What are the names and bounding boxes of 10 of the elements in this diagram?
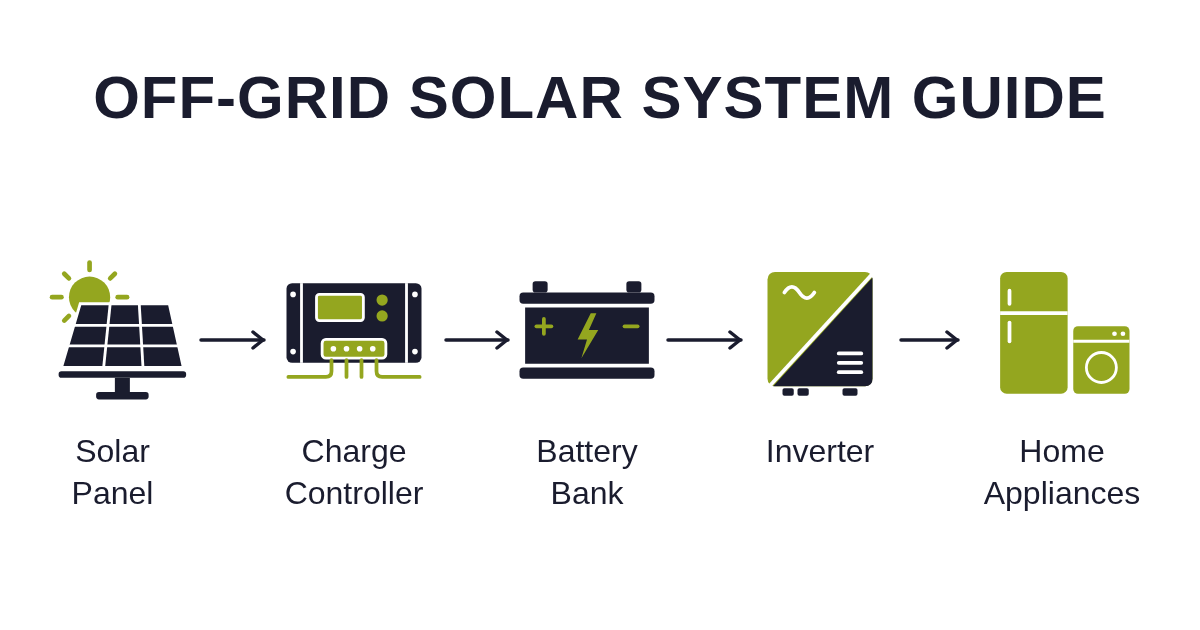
node-label: Inverter <box>765 432 875 471</box>
arrow <box>444 330 510 350</box>
node-label: Home Appliances <box>982 432 1142 513</box>
node-label: Charge Controller <box>283 432 425 513</box>
title: OFF-GRID SOLAR SYSTEM GUIDE <box>92 63 1108 133</box>
node-label: Battery Bank <box>535 432 639 513</box>
arrow <box>199 330 266 350</box>
node-label: Solar Panel <box>70 432 155 513</box>
arrow <box>666 330 743 350</box>
arrow <box>899 330 960 350</box>
